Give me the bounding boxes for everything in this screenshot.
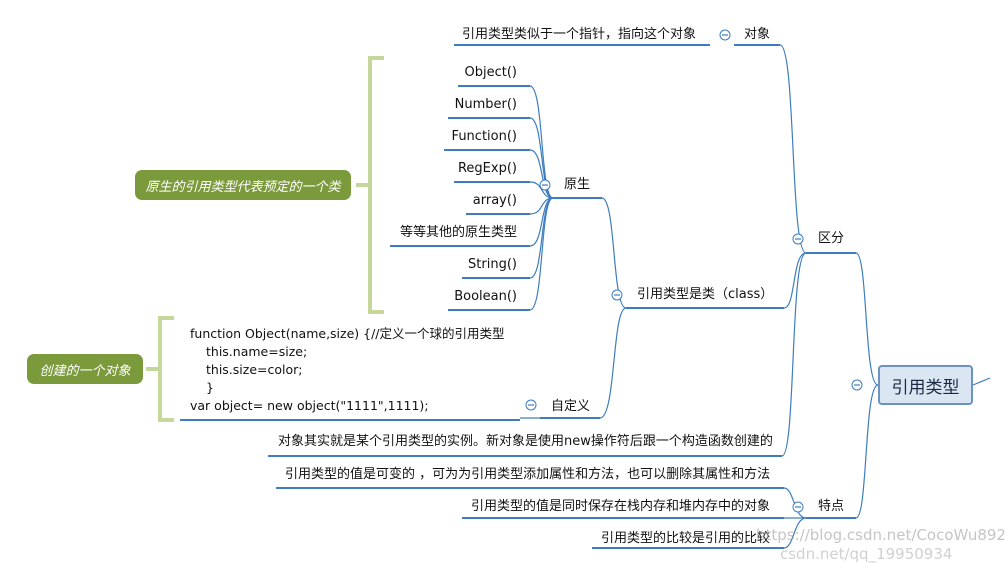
brace-native xyxy=(356,56,384,314)
connector-native-item2 xyxy=(529,149,554,199)
topic-class[interactable]: 引用类型是类（class） xyxy=(637,287,774,302)
connector-native-item3 xyxy=(529,181,554,199)
topic-feature-compare[interactable]: 引用类型的比较是引用的比较 xyxy=(601,531,771,546)
collapse-toggle-class[interactable] xyxy=(611,289,623,301)
native-item-number[interactable]: Number() xyxy=(454,97,517,112)
collapse-toggle-features[interactable] xyxy=(792,501,804,513)
collapse-toggle-native[interactable] xyxy=(539,179,551,191)
native-item-regexp[interactable]: RegExp() xyxy=(457,161,517,176)
native-item-others[interactable]: 等等其他的原生类型 xyxy=(399,225,517,240)
topic-feature-mutable[interactable]: 引用类型的值是可变的 ，可为为引用类型添加属性和方法，也可以删除其属性和方法 xyxy=(285,467,771,482)
connector-native-item0 xyxy=(529,85,554,199)
connector-class-custom xyxy=(599,307,627,419)
code-line-5: var object= new object("1111",1111); xyxy=(190,398,429,413)
connector-distinguish-object xyxy=(779,44,807,254)
native-item-array[interactable]: array() xyxy=(472,193,517,208)
connector-root-features xyxy=(855,384,879,519)
native-item-object[interactable]: Object() xyxy=(464,65,517,80)
callout-custom[interactable]: 创建的一个对象 xyxy=(27,354,143,384)
callout-native[interactable]: 原生的引用类型代表预定的一个类 xyxy=(135,170,351,200)
native-item-boolean[interactable]: Boolean() xyxy=(454,289,517,304)
code-line-2: this.name=size; xyxy=(206,344,308,359)
connector-native-item1 xyxy=(529,117,554,199)
code-line-4: } xyxy=(206,380,214,395)
root-topic[interactable]: 引用类型 xyxy=(878,365,973,405)
topic-instance-note[interactable]: 对象其实就是某个引用类型的实例。新对象是使用new操作符后跟一个构造函数创建的 xyxy=(278,434,773,449)
collapse-toggle-object[interactable] xyxy=(719,29,731,41)
topic-custom[interactable]: 自定义 xyxy=(551,399,591,414)
native-item-string[interactable]: String() xyxy=(468,257,517,272)
topic-distinguish[interactable]: 区分 xyxy=(818,231,845,246)
code-line-3: this.size=color; xyxy=(206,362,303,377)
topic-native[interactable]: 原生 xyxy=(564,177,591,192)
collapse-toggle-root[interactable] xyxy=(851,379,863,391)
connector-root-right xyxy=(972,377,991,386)
topic-object-child[interactable]: 引用类型类似于一个指针，指向这个对象 xyxy=(462,27,697,42)
connector-features-item3 xyxy=(783,517,807,549)
topic-feature-storage[interactable]: 引用类型的值是同时保存在栈内存和堆内存中的对象 xyxy=(471,499,771,514)
connector-root-distinguish xyxy=(855,252,879,386)
collapse-toggle-custom[interactable] xyxy=(525,399,537,411)
connector-native-item7 xyxy=(529,197,554,311)
connector-distinguish-class xyxy=(783,252,807,309)
mind-map-connectors xyxy=(146,29,991,549)
connector-class-native xyxy=(601,197,627,309)
connector-distinguish-instance xyxy=(781,252,807,457)
brace-custom xyxy=(146,316,174,422)
collapse-toggle-distinguish[interactable] xyxy=(792,233,804,245)
topic-features[interactable]: 特点 xyxy=(818,499,845,514)
native-item-function[interactable]: Function() xyxy=(451,129,517,144)
connector-native-item6 xyxy=(529,197,554,279)
code-line-1: function Object(name,size) {//定义一个球的引用类型 xyxy=(190,326,505,341)
topic-object[interactable]: 对象 xyxy=(744,27,771,42)
